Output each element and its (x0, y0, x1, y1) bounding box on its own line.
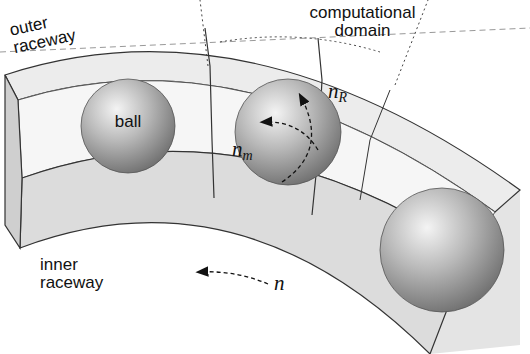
ball-circle: ball (80, 78, 176, 174)
ball-label: ball (115, 112, 141, 132)
outer-raceway-label: outer raceway (8, 5, 94, 57)
rotation-label: nm (232, 138, 253, 164)
rotation-label: nR (328, 80, 347, 106)
domain-label: computational domain (300, 4, 425, 40)
inner-raceway-label: inner raceway (40, 256, 120, 292)
rotation-label: n (274, 272, 285, 294)
